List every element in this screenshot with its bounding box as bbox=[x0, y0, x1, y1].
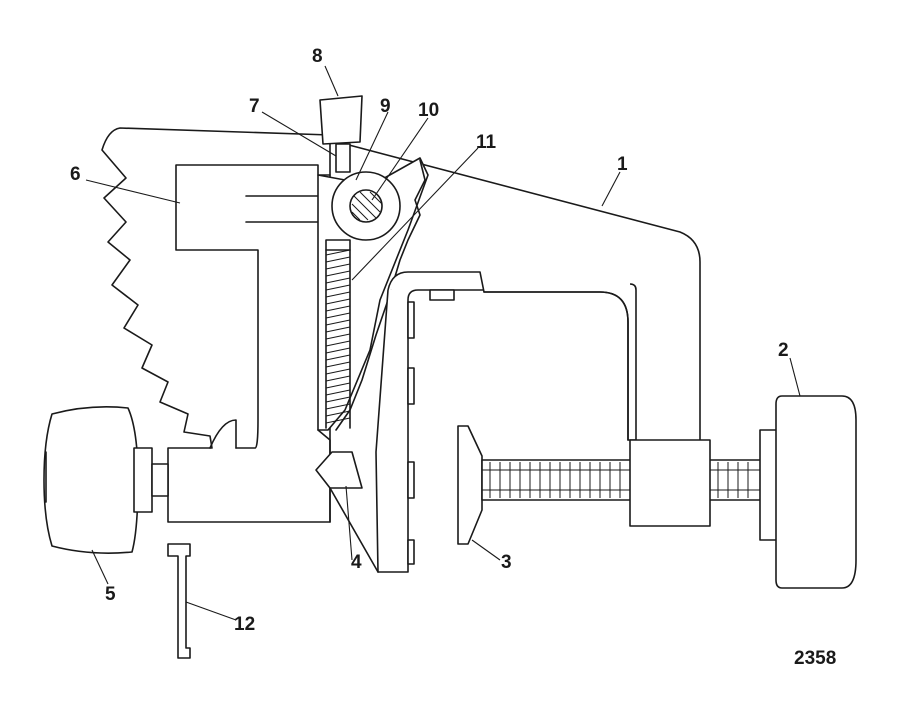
callout-10: 10 bbox=[418, 100, 439, 121]
screw-shaft bbox=[481, 459, 763, 501]
callout-3: 3 bbox=[501, 552, 512, 573]
loose-pin bbox=[167, 543, 191, 659]
right-knob bbox=[759, 395, 857, 589]
pivot-eye bbox=[331, 171, 401, 241]
left-knob bbox=[43, 406, 169, 554]
callout-6: 6 bbox=[70, 164, 81, 185]
callout-12: 12 bbox=[234, 614, 255, 635]
callout-labels: 1 2 3 4 5 6 7 8 9 10 11 12 bbox=[70, 46, 789, 635]
callout-9: 9 bbox=[380, 96, 391, 117]
callout-11: 11 bbox=[476, 132, 497, 153]
top-knob bbox=[319, 95, 363, 173]
spring bbox=[325, 239, 351, 429]
callout-7: 7 bbox=[249, 96, 260, 117]
latch bbox=[315, 451, 379, 573]
leader-lines bbox=[85, 65, 801, 621]
callout-8: 8 bbox=[312, 46, 323, 67]
callout-5: 5 bbox=[105, 584, 116, 605]
threaded-boss bbox=[629, 439, 711, 527]
inner-clamp-bracket bbox=[375, 271, 637, 573]
figure-number: 2358 bbox=[794, 648, 836, 669]
screw-pad bbox=[457, 425, 483, 545]
callout-4: 4 bbox=[351, 552, 362, 573]
callout-1: 1 bbox=[617, 154, 628, 175]
frame-body bbox=[101, 127, 701, 523]
callout-2: 2 bbox=[778, 340, 789, 361]
